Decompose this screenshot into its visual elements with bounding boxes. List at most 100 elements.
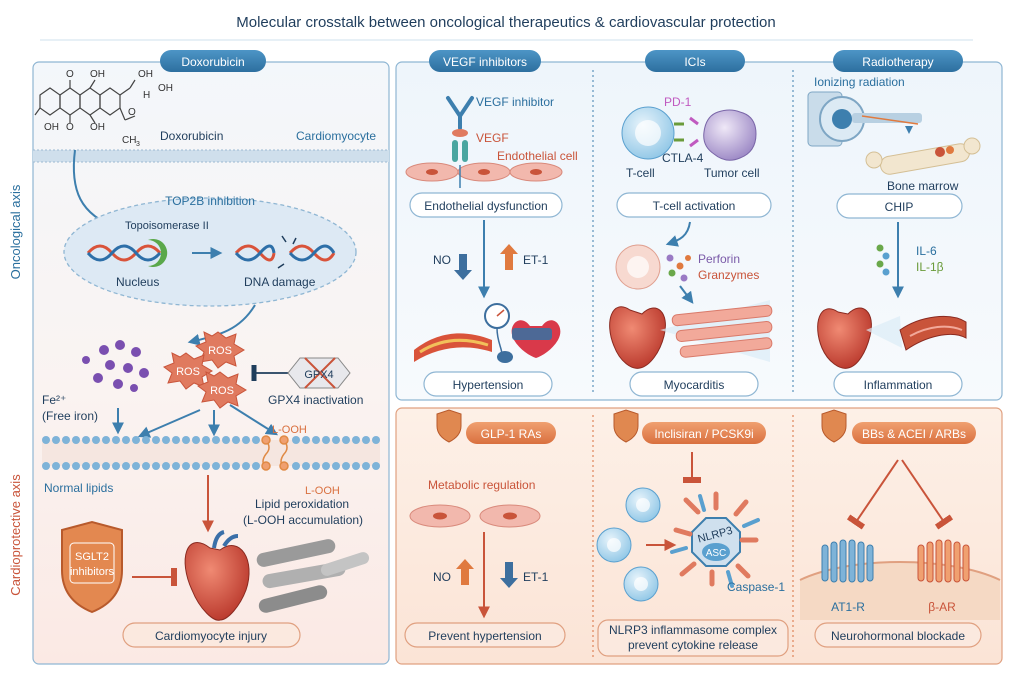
il1b-label: IL-1β [916,260,944,274]
oxidized-lipid-icon [261,435,289,471]
cytokine-release-label: prevent cytokine release [628,638,758,652]
ros-burst-1 [194,331,245,369]
oncological-axis-label: Oncological axis [8,184,23,279]
free-iron-icon [82,340,149,392]
bone-marrow-icon [865,137,981,175]
et1-up-arrow-icon [500,244,518,270]
atom-ch3: CH [122,135,136,146]
inflammation-label: Inflammation [864,378,933,392]
immune-cells-icon [596,487,661,602]
tumor-cell-label: Tumor cell [704,166,760,180]
et1-down-arrow-icon [500,562,518,588]
vegf-no-label: NO [433,253,451,267]
cardioprotective-axis-label: Cardioprotective axis [8,474,23,596]
endothelial-cell-label: Endothelial cell [497,149,578,163]
inflamed-fibers-icon [671,304,773,358]
cytokines-icon [876,244,890,276]
asc-label: ASC [706,548,727,559]
atom-h: H [143,90,150,101]
glp1-no-label: NO [433,570,451,584]
atom-o2: O [66,122,74,133]
no-up-arrow-icon [456,559,474,585]
doxorubicin-molecule-icon [34,79,136,124]
atom-oh3: OH [158,83,173,94]
oncology-drugs-panel: VEGF inhibitors VEGF inhibitor VEGF Endo… [395,50,1003,401]
checkpoint-binding-icon [674,116,699,148]
inflammasome-result-label: NLRP3 inflammasome complex [609,623,777,637]
page-title: Molecular crosstalk between oncological … [236,14,775,31]
t-cell-activation-label: T-cell activation [653,199,736,213]
narrowed-vessel-icon [414,333,492,362]
pcsk9-header: Inclisiran / PCSK9i [654,427,753,441]
sglt2-shield-icon [61,520,123,614]
looh-label-bottom: L-OOH [305,485,340,497]
sglt2-label: SGLT2 [75,551,109,563]
dna-damage-label: DNA damage [244,275,316,289]
cardiomyocyte-label: Cardiomyocyte [296,129,376,143]
damaged-fibers-icon [256,539,370,613]
vegf-label: VEGF [476,131,509,145]
blood-pressure-heart-icon [484,303,561,363]
sglt2-inhibitors-label: inhibitors [70,566,115,578]
beta-ar-label: β-AR [928,600,956,614]
vegf-inhibitor-label: VEGF inhibitor [476,95,554,109]
radiation-machine-icon [807,91,922,147]
vegf-inhibitors-header: VEGF inhibitors [443,55,527,69]
top2b-label: TOP2B inhibition [165,194,255,208]
topoisomerase-label: Topoisomerase II [125,220,209,232]
atom-oh2: OH [138,69,153,80]
title-bar [0,0,1013,42]
vegf-receptor-icon [452,140,468,162]
ros-label-3: ROS [210,385,234,397]
il6-label: IL-6 [916,244,937,258]
vegf-inhibitor-antibody-icon [446,96,474,130]
ionizing-radiation-label: Ionizing radiation [814,75,905,89]
hypertension-label: Hypertension [453,378,524,392]
normal-lipids-label: Normal lipids [44,481,113,495]
neurohormonal-blockade-label: Neurohormonal blockade [831,629,965,643]
doxorubicin-header: Doxorubicin [181,55,244,69]
glp1-et1-label: ET-1 [523,570,549,584]
metabolic-regulation-label: Metabolic regulation [428,478,535,492]
gpx4-label: GPX4 [304,369,333,381]
ros-label-1: ROS [208,345,232,357]
atom-oh1: OH [90,69,105,80]
atom-oh4: OH [44,122,59,133]
myocarditis-label: Myocarditis [664,378,725,392]
endothelial-dysfunction-label: Endothelial dysfunction [424,199,547,213]
dna-helix-icon [86,244,162,262]
inflamed-vessel-icon [899,316,967,351]
doxorubicin-panel: Doxorubicin O OH OH OH H OH O OH O CH 3 … [32,50,390,665]
vegf-et1-label: ET-1 [523,253,549,267]
lipid-heads [42,436,380,470]
inflammasome-complex-icon [670,491,760,588]
icis-header: ICIs [684,55,705,69]
bone-marrow-label: Bone marrow [887,179,959,193]
bb-shield-icon [821,409,847,443]
cell-membrane-shape [800,562,1000,620]
doxorubicin-molecule-label: Doxorubicin [160,129,223,143]
gpx4-inactivation-label: GPX4 inactivation [268,393,363,407]
caspase1-label: Caspase-1 [727,580,785,594]
glp1-shield-icon [436,409,462,443]
atom-o1: O [66,69,74,80]
free-iron-label: (Free iron) [42,409,98,423]
chip-label: CHIP [885,200,914,214]
bb-acei-arb-header: BBs & ACEI / ARBs [862,427,966,441]
at1r-label: AT1-R [831,600,865,614]
atom-o3: O [128,107,136,118]
t-cell-label: T-cell [626,166,655,180]
ros-label-2: ROS [176,366,200,378]
looh-label-top: L-OOH [272,424,307,436]
ros-burst-3 [196,371,247,409]
topoisomerase-icon [148,239,168,267]
cardioprotective-drugs-panel: GLP-1 RAs Metabolic regulation NO ET-1 P… [395,407,1003,665]
lipid-bilayer [42,440,380,466]
lipid-peroxidation-label: Lipid peroxidation [255,497,349,511]
injured-heart-icon [184,542,250,621]
prevent-hypertension-label: Prevent hypertension [428,629,541,643]
granzymes-label: Granzymes [698,268,759,282]
granules-icon [666,254,691,282]
fe-label: Fe²⁺ [42,393,66,407]
